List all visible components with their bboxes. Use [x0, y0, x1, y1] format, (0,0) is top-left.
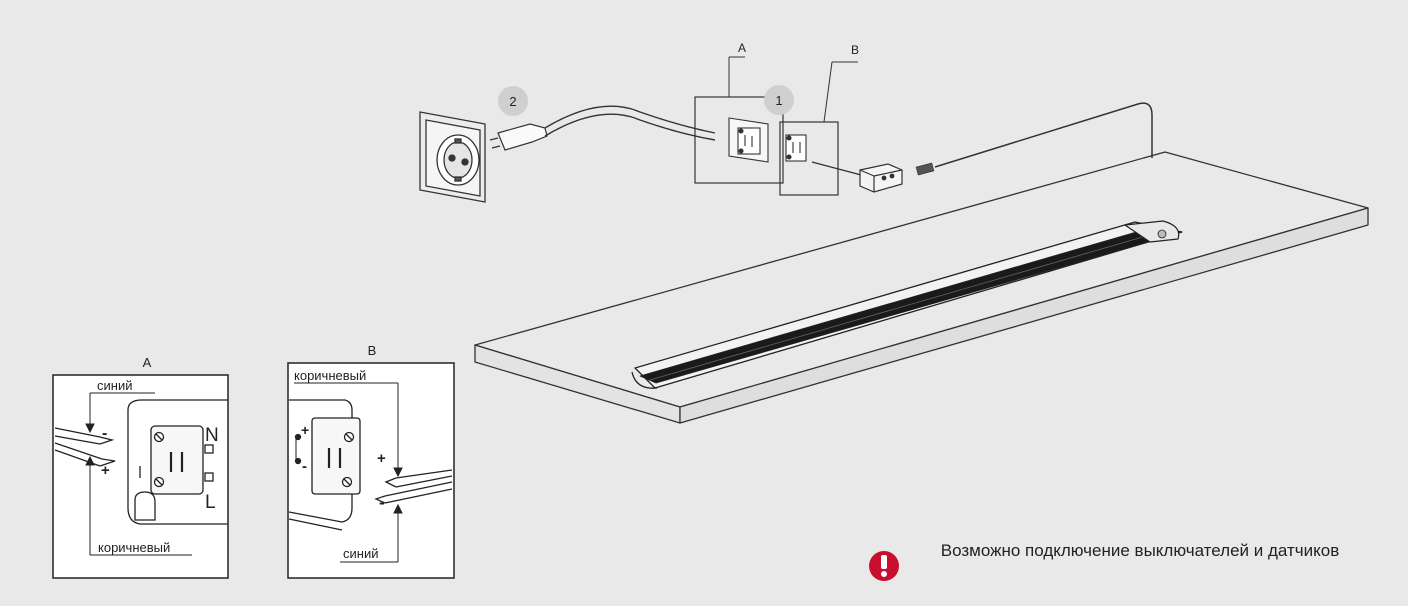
connection-note: Возможно подключение выключателей и датч…: [940, 541, 1340, 560]
step-2-number: 2: [509, 94, 516, 109]
detail-a-terminal-n: N: [205, 425, 219, 446]
detail-b-socket-minus: -: [302, 458, 307, 475]
detail-a-sign-plus: +: [101, 462, 110, 479]
detail-a-wire-bottom: коричневый: [98, 540, 170, 555]
callout-box-b: B: [779, 43, 866, 196]
exclamation-icon: [869, 551, 899, 581]
driver-box: [859, 163, 903, 193]
led-light-bar: [631, 220, 1183, 389]
detail-b-sign-plus: +: [377, 450, 386, 467]
step-badge-2: 2: [498, 86, 528, 116]
detail-b-sign-minus: -: [379, 493, 385, 512]
detail-a-sign-minus: -: [102, 425, 107, 442]
detail-a-title: A: [143, 355, 152, 370]
shelf-board: [474, 151, 1369, 424]
callout-a-label: A: [738, 41, 746, 55]
detail-panel-a: A: [52, 355, 229, 579]
detail-panel-b: B: [287, 343, 455, 579]
callout-b-label: B: [851, 43, 859, 57]
detail-a-terminal-l: L: [205, 492, 216, 513]
detail-b-title: B: [368, 343, 377, 358]
detail-b-wire-bottom: синий: [343, 546, 378, 561]
step-1-number: 1: [775, 93, 782, 108]
detail-b-socket-plus: +: [301, 422, 309, 438]
detail-a-wire-top: синий: [97, 378, 132, 393]
step-badge-1: 1: [764, 85, 794, 115]
power-plug: [489, 105, 716, 151]
detail-b-wire-top: коричневый: [294, 368, 366, 383]
wall-socket: [419, 111, 486, 203]
fixture-cable: [915, 102, 1153, 176]
callout-box-a: A: [694, 41, 784, 184]
